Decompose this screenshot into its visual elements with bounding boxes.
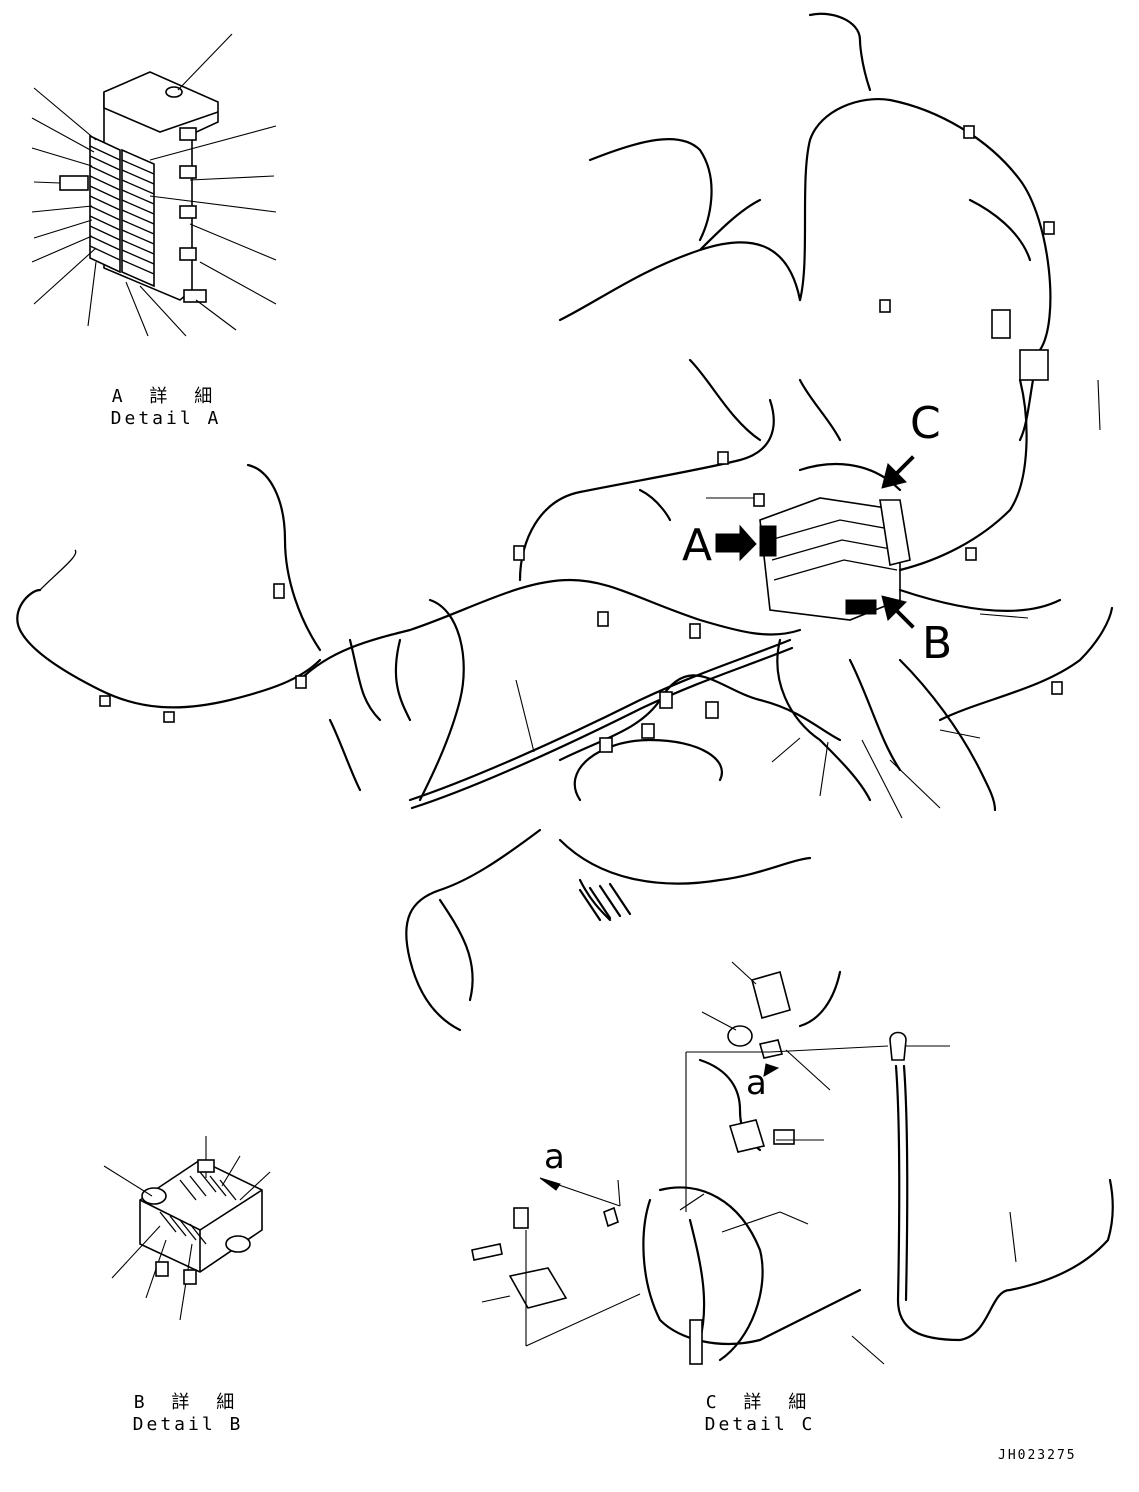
- detail-b-title-en: Detail B: [132, 1414, 244, 1435]
- view-label-c: C: [910, 398, 941, 449]
- detail-c-title-jp: C 詳 細: [705, 1392, 815, 1413]
- detail-b-connector: [103, 1136, 271, 1321]
- detail-c-assembly: [471, 961, 1114, 1365]
- main-harness: [16, 12, 1114, 1032]
- detail-a-fuse-box: [31, 33, 277, 337]
- detail-a-title-jp: A 詳 細: [111, 386, 221, 407]
- detail-b-title-jp: B 詳 細: [133, 1392, 243, 1413]
- arrow-label-a-upper: a: [746, 1063, 767, 1103]
- view-label-a: A: [682, 520, 713, 571]
- drawing-code: JH023275: [998, 1448, 1077, 1463]
- detail-c-title-en: Detail C: [704, 1414, 816, 1435]
- arrow-label-a-lower: a: [544, 1137, 565, 1177]
- detail-a-title-en: Detail A: [110, 408, 222, 429]
- view-label-b: B: [922, 618, 953, 669]
